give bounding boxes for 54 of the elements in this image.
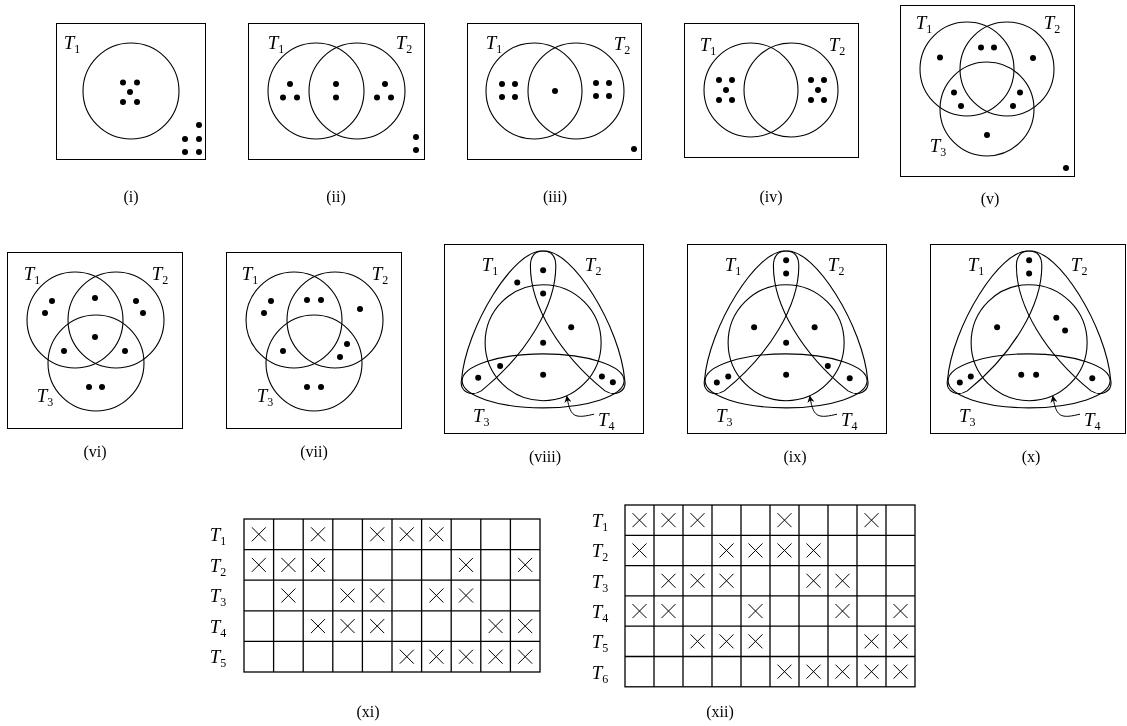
set-label: T$_{4}$ bbox=[841, 409, 858, 429]
set-label: T$_{1}$ bbox=[481, 254, 499, 274]
set-label: T$_{3}$ bbox=[716, 405, 733, 425]
set-label: T$_{1}$ bbox=[23, 263, 41, 283]
set-label: T$_{1}$ bbox=[485, 32, 503, 52]
set-label: T$_{4}$ bbox=[1084, 409, 1101, 429]
row-label: T$_{3}$ bbox=[591, 571, 609, 591]
panel-caption: (iii) bbox=[543, 189, 567, 205]
set-label: T$_{2}$ bbox=[371, 263, 389, 283]
panel-caption: (ii) bbox=[326, 189, 346, 205]
set-label: T$_{1}$ bbox=[915, 12, 933, 32]
panel-caption: (iv) bbox=[759, 189, 783, 205]
set-label: T$_{3}$ bbox=[959, 405, 976, 425]
set-label: T$_{4}$ bbox=[598, 409, 615, 429]
panel-caption: (vi) bbox=[83, 444, 107, 460]
panel-caption: (i) bbox=[123, 189, 139, 205]
row-label: T$_{2}$ bbox=[591, 540, 609, 560]
set-label: T$_{3}$ bbox=[36, 385, 54, 405]
set-label: T$_{1}$ bbox=[267, 32, 285, 52]
set-label: T$_{1}$ bbox=[699, 34, 717, 54]
panel-caption: (v) bbox=[980, 191, 1000, 207]
set-label: T$_{1}$ bbox=[241, 263, 259, 283]
panel-caption: (vii) bbox=[300, 444, 328, 460]
panel-caption: (viii) bbox=[529, 449, 561, 465]
set-label: T$_{1}$ bbox=[967, 254, 985, 274]
leader-arrow bbox=[1050, 395, 1081, 417]
row-label: T$_{1}$ bbox=[209, 524, 227, 544]
set-label: T$_{1}$ bbox=[63, 32, 81, 52]
set-label: T$_{2}$ bbox=[827, 254, 845, 274]
set-label: T$_{2}$ bbox=[828, 34, 846, 54]
set-label: T$_{2}$ bbox=[151, 263, 169, 283]
table-caption: (xi) bbox=[356, 704, 380, 720]
row-label: T$_{3}$ bbox=[209, 585, 227, 605]
set-label: T$_{3}$ bbox=[929, 135, 947, 155]
row-label: T$_{6}$ bbox=[591, 662, 609, 682]
row-label: T$_{5}$ bbox=[209, 646, 227, 666]
set-label: T$_{2}$ bbox=[1043, 12, 1061, 32]
set-label: T$_{2}$ bbox=[395, 32, 413, 52]
set-label: T$_{2}$ bbox=[584, 254, 602, 274]
row-label: T$_{1}$ bbox=[591, 510, 609, 530]
set-label: T$_{2}$ bbox=[1070, 254, 1088, 274]
table-caption: (xii) bbox=[706, 704, 734, 720]
row-label: T$_{5}$ bbox=[591, 631, 609, 651]
leader-arrow bbox=[564, 395, 595, 417]
panel-caption: (ix) bbox=[783, 449, 807, 465]
row-label: T$_{4}$ bbox=[591, 601, 609, 621]
leader-arrow bbox=[807, 395, 838, 417]
set-label: T$_{2}$ bbox=[613, 33, 631, 53]
set-label: T$_{3}$ bbox=[256, 385, 274, 405]
panel-caption: (x) bbox=[1021, 449, 1041, 465]
row-label: T$_{4}$ bbox=[209, 616, 227, 636]
set-label: T$_{3}$ bbox=[473, 405, 490, 425]
row-label: T$_{2}$ bbox=[209, 555, 227, 575]
set-label: T$_{1}$ bbox=[724, 254, 742, 274]
